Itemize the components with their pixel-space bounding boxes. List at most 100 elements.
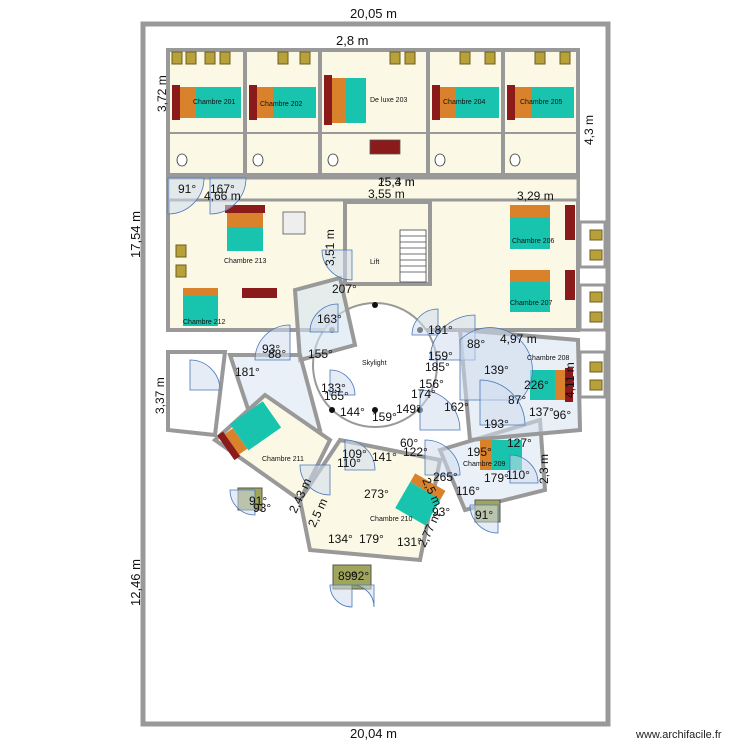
top-rooms [168,50,578,177]
angle-label: 273° [364,487,389,501]
angle-label: 141° [372,450,397,464]
angle-label: 96° [553,408,571,422]
angle-label: 185° [425,360,450,374]
angle-label: 159° [428,349,453,363]
dim-top-inner: 2,8 m [336,33,369,48]
bed-icon [217,401,282,461]
room-label-208: Chambre 208 [527,355,570,362]
room-label-209: Chambre 209 [463,461,506,468]
dim-left-mid: 3,37 m [153,377,167,414]
angle-label: 179° [484,471,509,485]
armchair-icon [171,51,571,65]
angle-label: 110° [506,468,530,482]
angle-label: 92° [351,569,369,583]
angle-label: 116° [456,484,480,498]
angle-label: 109° [342,447,367,461]
bed-icon [324,75,366,125]
angle-label: 167° [210,182,235,196]
angle-label: 89° [338,569,356,583]
angle-label: 88° [268,347,286,361]
angle-label: 134° [328,532,353,546]
room-label-205: Chambre 205 [520,99,563,106]
angle-label: 110° [337,456,361,470]
bed-icon [530,368,573,402]
angle-label: 181° [428,323,453,337]
dim-bottom-outer: 20,04 m [350,726,397,741]
bed-icon [172,85,241,120]
door-swing-icon [167,177,539,608]
dim-left-bottom: 12,46 m [128,559,143,606]
angle-label: 162° [444,400,469,414]
angle-label: 91° [249,494,267,508]
room-label-212: Chambre 212 [183,319,226,326]
angle-label: 93° [262,342,280,356]
dim-right-top: 4,3 m [582,115,596,145]
angle-label: 91° [178,182,196,196]
dim-corridor-c: 25,3 m [378,175,415,189]
angle-label: 137° [529,405,554,419]
angle-label: 133° [321,381,346,395]
room-label-211: Chambre 211 [262,456,304,463]
shower-icon [282,139,401,235]
angle-label: 122° [403,445,428,459]
room-label-203: De luxe 203 [370,97,407,104]
angle-label: 144° [340,405,365,419]
angle-label: 226° [524,378,549,392]
dim-right-b: 4,97 m [500,332,537,346]
room-label-206: Chambre 206 [512,238,555,245]
room-label-lift: Lift [370,259,379,266]
dim-corridor-a: 4,66 m [204,189,241,203]
room-label-201: Chambre 201 [193,99,236,106]
angle-label: 179° [359,532,384,546]
bed-icon [510,205,575,249]
angle-label: 149° [396,402,421,416]
dim-lift-height: 3,51 m [323,229,337,266]
angle-label: 156° [419,377,444,391]
dim-left-small: 3,72 m [155,75,169,112]
watermark: www.archifacile.fr [635,729,722,741]
angle-label: 93° [432,505,450,519]
angle-label: 195° [467,445,492,459]
angle-label: 60° [400,436,418,450]
dim-corridor-b: 15,4 m [378,175,415,189]
bed-icon [395,473,446,526]
angle-label: 165° [324,389,349,403]
room-label-skylight: Skylight [362,360,387,367]
dim-lift-width: 3,55 m [368,187,405,201]
angle-label: 91° [475,508,493,522]
dim-right-mid: 3,29 m [517,189,554,203]
bed-icon [225,205,265,251]
angle-label: 163° [317,312,342,326]
bed-icon [432,85,499,120]
stairs-icon [399,229,427,283]
bed-icon [183,288,277,326]
room-label-204: Chambre 204 [443,99,486,106]
angle-label: 207° [332,282,357,296]
room-label-213: Chambre 213 [224,258,267,265]
angle-label: 88° [467,337,485,351]
bed-icon [510,270,575,312]
angle-label: 131° [397,535,422,549]
dim-left-total: 17,54 m [128,211,143,258]
angle-label: 159° [372,410,397,424]
angle-label: 127° [507,436,532,450]
room-label-202: Chambre 202 [260,101,303,108]
bed-icon [507,85,574,120]
dim-top-outer: 20,05 m [350,6,397,21]
room-label-210: Chambre 210 [370,516,413,523]
angle-label: 93° [253,501,271,515]
angle-label: 174° [411,387,436,401]
angle-label: 87° [508,393,526,407]
room-label-207: Chambre 207 [510,300,553,307]
angle-label: 181° [235,365,260,379]
angle-label: 265° [433,470,458,484]
dim-right-d: 2,3 m [537,454,551,484]
side-nook-right-2 [578,283,607,332]
outer-wall [140,21,611,727]
angle-label: 139° [484,363,509,377]
side-nook-right-1 [578,220,607,269]
toilet-icon [176,153,521,167]
angle-label: 193° [484,417,509,431]
angle-label: 155° [308,347,333,361]
